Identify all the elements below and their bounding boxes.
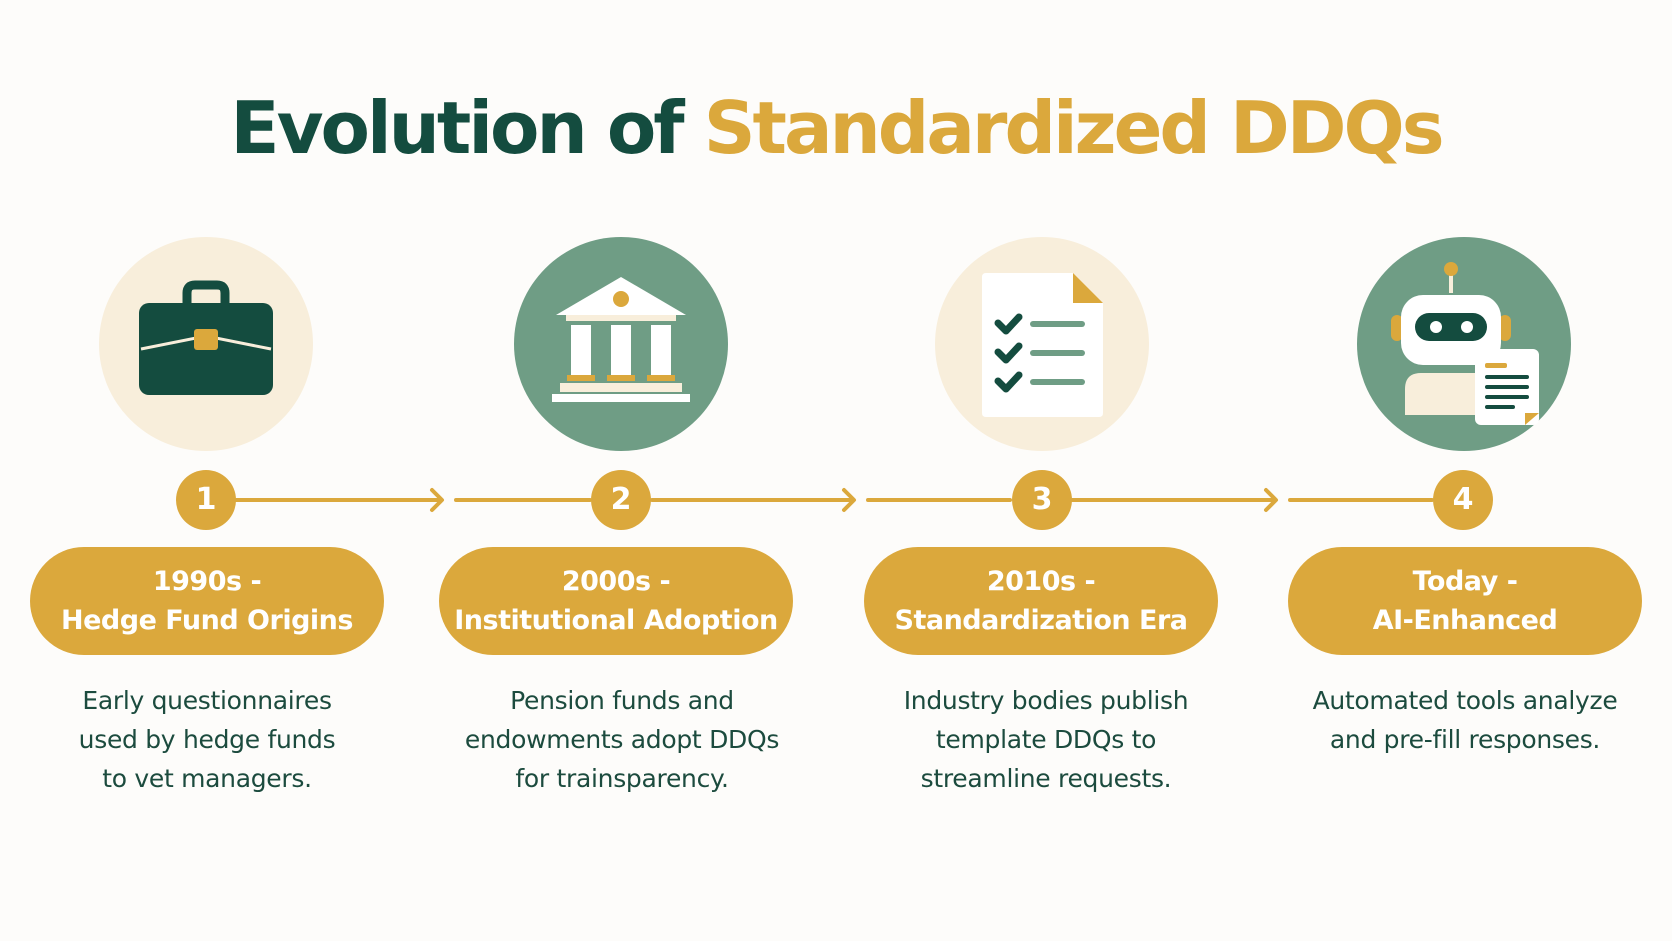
step-1-desc-line-2: used by hedge funds xyxy=(78,725,336,754)
step-2-number-badge: 2 xyxy=(591,470,651,530)
step-2-heading-pill: 2000s - Institutional Adoption xyxy=(439,547,793,655)
step-2-heading-title: Institutional Adoption xyxy=(454,605,778,636)
step-1-number-badge: 1 xyxy=(176,470,236,530)
robot-document-icon xyxy=(1391,262,1539,425)
step-4-desc-line-1: Automated tools analyze xyxy=(1312,686,1618,715)
step-3-heading-era: 2010s - xyxy=(986,566,1096,597)
step-4-number-badge: 4 xyxy=(1433,470,1493,530)
title-part-standardized-ddqs: Standardized DDQs xyxy=(703,86,1445,170)
step-3-desc-line-3: streamline requests. xyxy=(920,764,1172,793)
step-3-desc-line-1: Industry bodies publish xyxy=(903,686,1189,715)
connector-arrow-2 xyxy=(842,488,856,512)
step-2-description: Pension funds and endowments adopt DDQs … xyxy=(432,681,812,798)
step-4-icon-circle xyxy=(1357,237,1571,451)
title-part-evolution: Evolution of xyxy=(230,86,684,170)
step-2-icon-circle xyxy=(514,237,728,451)
checklist-document-icon xyxy=(982,273,1103,417)
step-1-desc-line-1: Early questionnaires xyxy=(82,686,332,715)
connector-arrow-1 xyxy=(430,488,444,512)
step-4-heading-pill: Today - AI-Enhanced xyxy=(1288,547,1642,655)
step-1-heading-title: Hedge Fund Origins xyxy=(61,605,353,636)
step-4-description: Automated tools analyze and pre-fill res… xyxy=(1275,681,1655,759)
step-3-heading-pill: 2010s - Standardization Era xyxy=(864,547,1218,655)
step-3-desc-line-2: template DDQs to xyxy=(935,725,1157,754)
institution-building-icon xyxy=(552,277,690,402)
page-title: Evolution of Standardized DDQs xyxy=(0,92,1672,164)
step-1-desc-line-3: to vet managers. xyxy=(102,764,312,793)
step-4-heading-title: AI-Enhanced xyxy=(1372,605,1558,636)
step-2-heading-era: 2000s - xyxy=(561,566,671,597)
step-4-heading-era: Today - xyxy=(1412,566,1518,597)
step-3-description: Industry bodies publish template DDQs to… xyxy=(856,681,1236,798)
step-3-heading-title: Standardization Era xyxy=(894,605,1188,636)
step-1-icon-circle xyxy=(99,237,313,451)
step-2-desc-line-3: for trainsparency. xyxy=(515,764,729,793)
step-2-desc-line-2: endowments adopt DDQs xyxy=(464,725,780,754)
step-3-icon-circle xyxy=(935,237,1149,451)
briefcase-icon xyxy=(139,280,273,395)
connector-arrow-3 xyxy=(1264,488,1278,512)
step-1-description: Early questionnaires used by hedge funds… xyxy=(17,681,397,798)
step-3-number-badge: 3 xyxy=(1012,470,1072,530)
step-1-heading-pill: 1990s - Hedge Fund Origins xyxy=(30,547,384,655)
step-4-desc-line-2: and pre-fill responses. xyxy=(1329,725,1601,754)
step-1-heading-era: 1990s - xyxy=(152,566,262,597)
step-2-desc-line-1: Pension funds and xyxy=(510,686,734,715)
